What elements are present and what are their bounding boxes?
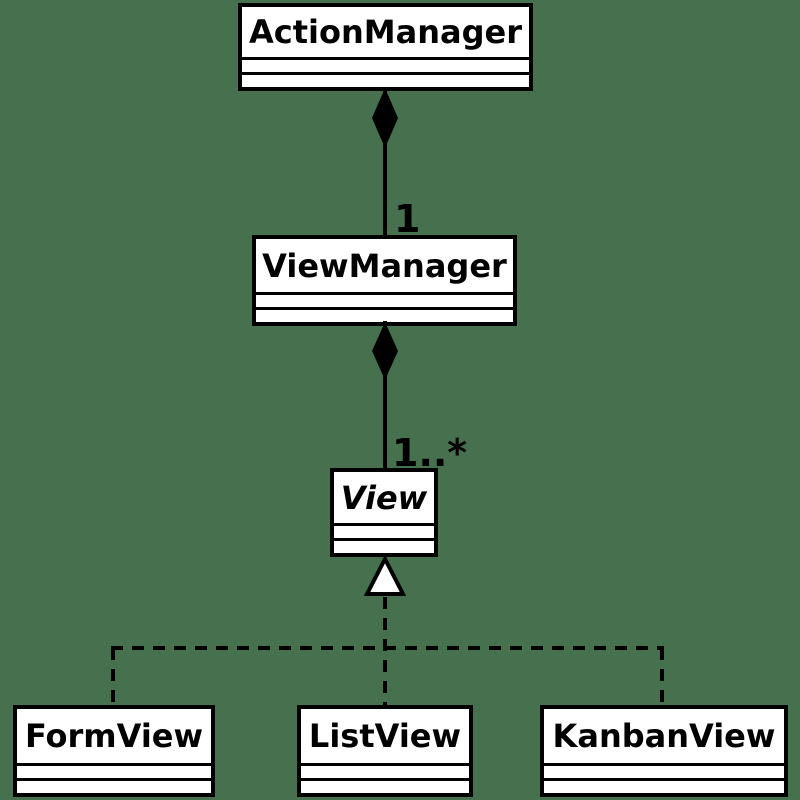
class-title: ViewManager bbox=[262, 246, 507, 285]
class-box-kanbanview: KanbanView bbox=[540, 705, 788, 797]
class-box-formview: FormView bbox=[13, 705, 215, 797]
inheritance-line-listview bbox=[383, 597, 387, 705]
methods-compartment bbox=[544, 778, 784, 793]
attributes-compartment bbox=[334, 523, 434, 538]
class-title: View bbox=[340, 478, 428, 517]
inheritance-line-formview bbox=[111, 648, 115, 705]
class-title: ListView bbox=[308, 717, 462, 755]
inheritance-triangle-icon bbox=[363, 554, 407, 597]
class-title: KanbanView bbox=[552, 717, 776, 755]
class-title: ActionManager bbox=[249, 13, 522, 51]
multiplicity-label: 1..* bbox=[392, 431, 468, 475]
association-line-viewmanager-view bbox=[383, 321, 387, 470]
association-line-actionmanager-viewmanager bbox=[383, 87, 387, 237]
methods-compartment bbox=[242, 72, 529, 87]
class-box-listview: ListView bbox=[297, 705, 473, 797]
attributes-compartment bbox=[242, 57, 529, 72]
methods-compartment bbox=[256, 307, 513, 322]
class-box-view: View bbox=[330, 468, 438, 557]
composition-diamond-icon bbox=[372, 322, 398, 380]
methods-compartment bbox=[17, 778, 211, 793]
inheritance-line-horizontal bbox=[111, 646, 664, 650]
class-box-actionmanager: ActionManager bbox=[238, 3, 533, 91]
methods-compartment bbox=[334, 538, 434, 553]
class-box-viewmanager: ViewManager bbox=[252, 235, 517, 326]
attributes-compartment bbox=[17, 763, 211, 778]
multiplicity-label: 1 bbox=[394, 197, 421, 241]
inheritance-line-kanbanview bbox=[660, 648, 664, 705]
attributes-compartment bbox=[301, 763, 469, 778]
class-title: FormView bbox=[24, 717, 204, 755]
attributes-compartment bbox=[544, 763, 784, 778]
methods-compartment bbox=[301, 778, 469, 793]
composition-diamond-icon bbox=[372, 88, 398, 148]
attributes-compartment bbox=[256, 292, 513, 307]
